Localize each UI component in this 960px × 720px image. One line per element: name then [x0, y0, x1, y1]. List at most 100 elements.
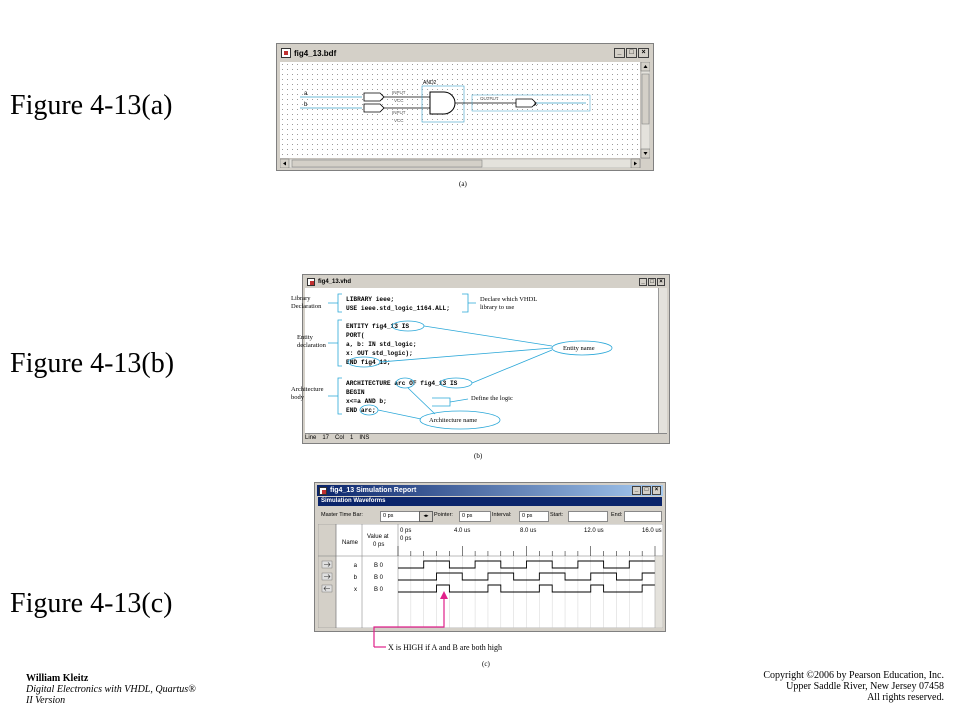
note-library: Library — [291, 295, 311, 302]
close-button[interactable]: × — [657, 277, 665, 286]
copyright-line-1: Copyright ©2006 by Pearson Education, In… — [763, 670, 944, 681]
note-declare-1: Declare which VHDL — [480, 296, 537, 303]
code-line: LIBRARY ieee; — [346, 296, 394, 303]
close-button[interactable]: × — [652, 486, 661, 495]
maximize-button[interactable]: □ — [642, 486, 651, 495]
close-button[interactable]: × — [638, 48, 649, 58]
interval-field[interactable]: 0 ps — [519, 511, 549, 522]
figure-b-label: Figure 4-13(b) — [10, 348, 175, 379]
and2-gate-label: AND2 — [423, 80, 437, 86]
input-pin-a[interactable] — [300, 92, 430, 102]
signal-row-a[interactable]: a B 0 — [321, 560, 384, 569]
column-value-header-time: 0 ps — [373, 542, 384, 548]
book-title-line-1: Digital Electronics with VHDL, Quartus® — [26, 684, 196, 695]
time-tick: 12.0 us — [584, 528, 604, 534]
input-pin-b[interactable] — [300, 103, 430, 113]
copyright-line-3: All rights reserved. — [867, 692, 944, 703]
signal-row-b[interactable]: b B 0 — [321, 572, 384, 581]
input-arrow-icon — [324, 562, 331, 567]
input-a-vcc: VCC — [394, 98, 404, 103]
caption-a: (a) — [459, 180, 467, 188]
code-line: PORT( — [346, 332, 365, 339]
vertical-scrollbar[interactable] — [658, 288, 667, 434]
time-bar-spin-icon[interactable]: ◂▸ — [419, 511, 433, 522]
waveform-trace — [398, 560, 655, 569]
footer-copyright-block: Copyright ©2006 by Pearson Education, In… — [763, 670, 944, 703]
simulation-window: fig4_13 Simulation Report _ □ × Simulati… — [314, 482, 666, 632]
signal-name: a — [354, 563, 358, 569]
signal-name: b — [354, 575, 358, 581]
maximize-button[interactable]: □ — [626, 48, 637, 58]
vertical-scrollbar[interactable] — [640, 62, 650, 159]
status-bar: Line 17 Col 1 INS — [305, 433, 667, 442]
time-axis: 0 ps 4.0 us 8.0 us 12.0 us 16.0 us 0 ps — [400, 528, 662, 542]
vhd-titlebar: fig4_13.vhd _ □ × — [305, 276, 667, 287]
time-tick: 16.0 us — [642, 528, 662, 534]
section-header: Simulation Waveforms — [318, 497, 662, 506]
document-icon — [307, 277, 315, 286]
waveform-trace — [398, 584, 655, 593]
status-line-value: 17 — [322, 435, 330, 441]
book-title-line-2: II Version — [26, 695, 66, 706]
note-entity-name: Entity name — [563, 345, 595, 352]
status-ins: INS — [359, 435, 370, 441]
output-pin-x[interactable] — [471, 94, 591, 112]
sim-titlebar: fig4_13 Simulation Report _ □ × — [317, 485, 663, 496]
minimize-button[interactable]: _ — [639, 277, 647, 286]
bdf-titlebar: fig4_13.bdf _ □ × — [279, 46, 651, 60]
code-line: END fig4_13; — [346, 359, 391, 366]
code-line: END arc; — [346, 407, 376, 414]
start-field[interactable] — [568, 511, 608, 522]
minimize-button[interactable]: _ — [614, 48, 625, 58]
interval-label: Interval: — [492, 512, 512, 518]
start-label: Start: — [550, 512, 564, 518]
pointer-field[interactable]: 0 ps — [459, 511, 491, 522]
bdf-window: fig4_13.bdf _ □ × a INPUT VCC b — [276, 43, 654, 171]
code-editor[interactable] — [305, 288, 659, 434]
time-tick: 8.0 us — [520, 528, 536, 534]
output-x-label: x — [534, 102, 537, 108]
code-line: x<=a AND b; — [346, 398, 387, 405]
vhdl-code: LIBRARY ieee; USE ieee.std_logic_1164.AL… — [346, 296, 458, 414]
note-body: body — [291, 394, 305, 401]
horizontal-scrollbar[interactable] — [280, 158, 641, 168]
column-value-header: Value at — [367, 534, 389, 540]
pointer-label: Pointer: — [434, 512, 453, 518]
vertical-scrollbar[interactable] — [654, 555, 663, 628]
column-name-header: Name — [342, 540, 359, 546]
input-b-type: INPUT — [392, 110, 406, 115]
time-tick: 0 ps — [400, 528, 411, 534]
note-entity: Entity — [297, 334, 314, 341]
master-time-label: Master Time Bar: — [321, 512, 363, 518]
simulation-icon — [319, 486, 327, 495]
caption-b: (b) — [474, 452, 483, 460]
end-field[interactable] — [624, 511, 662, 522]
figure-a-label: Figure 4-13(a) — [10, 90, 173, 121]
input-a-label: a — [304, 91, 308, 97]
minimize-button[interactable]: _ — [632, 486, 641, 495]
annotation-text: X is HIGH if A and B are both high — [388, 643, 502, 652]
maximize-button[interactable]: □ — [648, 277, 656, 286]
input-b-vcc: VCC — [394, 118, 404, 123]
note-define-logic: Define the logic — [471, 395, 513, 402]
document-icon — [281, 48, 291, 58]
bdf-canvas[interactable]: a INPUT VCC b INPUT VCC AND2 OUTPUT x — [280, 62, 650, 168]
code-line: ENTITY fig4_13 IS — [346, 323, 409, 330]
output-type: OUTPUT — [480, 96, 499, 101]
note-entity-declaration: declaration — [297, 342, 327, 349]
code-line: x: OUT std_logic); — [346, 350, 413, 357]
and2-gate[interactable] — [421, 85, 516, 123]
note-architecture: Architecture — [291, 386, 324, 393]
status-col-value: 1 — [350, 435, 354, 441]
status-line-label: Line — [305, 435, 317, 441]
signal-row-x[interactable]: x B 0 — [321, 584, 384, 593]
bdf-window-title: fig4_13.bdf — [294, 48, 337, 58]
figure-b: fig4_13.vhd _ □ × Line 17 Col 1 INS LIBR… — [290, 274, 672, 462]
input-arrow-icon — [324, 574, 331, 579]
time-sub-tick: 0 ps — [400, 536, 411, 542]
time-tick: 4.0 us — [454, 528, 470, 534]
master-time-field[interactable]: 0 ps — [380, 511, 420, 522]
waveforms — [398, 560, 655, 593]
input-a-type: INPUT — [392, 90, 406, 95]
vhd-window: fig4_13.vhd _ □ × Line 17 Col 1 INS — [302, 274, 670, 444]
